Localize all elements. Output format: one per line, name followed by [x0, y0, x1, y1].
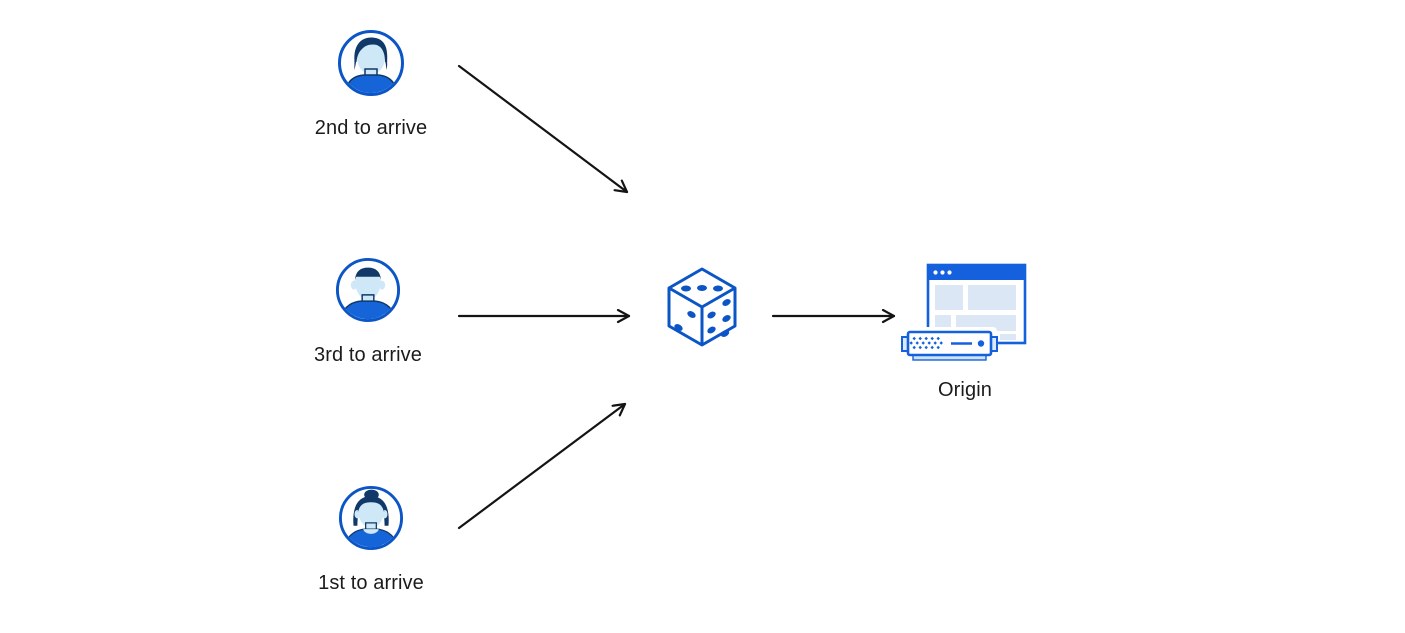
node-first-to-arrive: 1st to arrive: [318, 485, 424, 594]
arrival-label: 3rd to arrive: [313, 344, 422, 366]
dice-icon: [667, 267, 737, 347]
user-male-avatar-icon: [335, 257, 401, 323]
user-female-avatar-icon: [338, 485, 404, 551]
node-dice: [666, 266, 738, 350]
origin-server-browser-icon: [901, 263, 1027, 362]
arrival-label: 2nd to arrive: [314, 117, 428, 139]
user-male-avatar-icon: [338, 30, 404, 96]
arrow-first-user-to-dice: [457, 402, 627, 530]
node-origin: Origin: [894, 263, 1034, 401]
origin-label: Origin: [938, 379, 992, 401]
arrival-label: 1st to arrive: [318, 572, 424, 594]
arrow-second-user-to-dice: [457, 64, 629, 194]
node-second-to-arrive: 2nd to arrive: [315, 29, 427, 139]
node-third-to-arrive: 3rd to arrive: [314, 257, 422, 366]
